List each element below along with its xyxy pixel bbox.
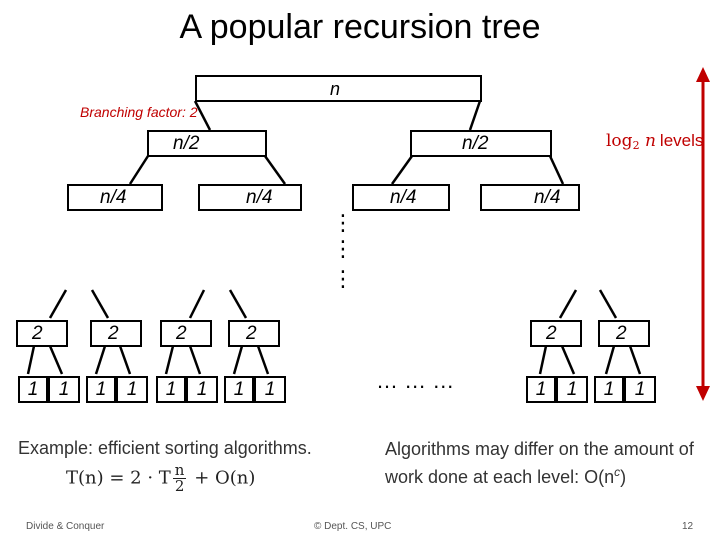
tree-node-two-3-label: 2 <box>176 323 187 344</box>
tree-leaf-1-label: 1 <box>27 379 39 400</box>
branching-factor-label: Branching factor: 2 <box>80 104 198 120</box>
tree-leaf-8 <box>254 376 286 403</box>
algorithms-exp: c <box>614 465 621 479</box>
tree-leaf-8-label: 1 <box>264 379 276 400</box>
tree-leaf-4-label: 1 <box>126 379 138 400</box>
edge-l1b-l2c <box>390 155 414 185</box>
formula-den: 2 <box>174 477 185 495</box>
edge-l1a-l2b <box>263 155 287 185</box>
tree-node-two-4-label: 2 <box>246 323 257 344</box>
edge-root-left <box>193 100 212 131</box>
tree-node-two-3 <box>160 320 212 347</box>
tree-leaf-11-label: 1 <box>603 379 615 400</box>
edge-to-two-5 <box>558 289 578 319</box>
algorithms-main: Algorithms may differ on the amount of w… <box>385 439 694 487</box>
levels-arrow-head-up <box>696 67 710 82</box>
edge-l1b-l2d <box>548 155 565 185</box>
tree-node-two-6-label: 2 <box>616 323 627 344</box>
tree-node-l2-c <box>352 184 450 211</box>
tree-node-two-1-label: 2 <box>32 323 43 344</box>
tree-node-l2-b-label: n/4 <box>246 187 273 208</box>
edge-to-two-2 <box>90 289 110 319</box>
tree-node-two-2 <box>90 320 142 347</box>
tree-leaf-4 <box>116 376 148 403</box>
edge-to-two-1 <box>48 289 68 319</box>
tree-node-two-1 <box>16 320 68 347</box>
tree-node-two-6 <box>598 320 650 347</box>
edge-to-two-4 <box>228 289 248 319</box>
formula-rhs: + O(n) <box>194 467 256 489</box>
algorithms-close: ) <box>620 467 627 487</box>
tree-node-l2-d-label: n/4 <box>534 187 561 208</box>
tree-node-l2-d <box>480 184 580 211</box>
tree-leaf-6 <box>186 376 218 403</box>
tree-node-two-4 <box>228 320 280 347</box>
tree-leaf-7 <box>224 376 254 403</box>
tree-node-l2-a <box>67 184 163 211</box>
vertical-dots-1: ⋮ <box>332 210 354 235</box>
levels-var: n <box>644 131 656 151</box>
vertical-dots-2: ⋮ <box>332 236 354 261</box>
tree-leaf-3 <box>86 376 116 403</box>
vertical-dots-3: ⋮ <box>332 266 354 291</box>
edge-to-two-3 <box>188 289 206 319</box>
tree-leaf-2 <box>48 376 80 403</box>
tree-node-l1-left-label: n/2 <box>173 133 200 154</box>
tree-node-l2-a-label: n/4 <box>100 187 127 208</box>
tree-node-l2-c-label: n/4 <box>390 187 417 208</box>
tree-leaf-10-label: 1 <box>566 379 578 400</box>
edge-to-two-6 <box>598 289 618 319</box>
tree-leaf-7-label: 1 <box>233 379 245 400</box>
tree-node-root <box>195 75 482 102</box>
tree-node-two-5-label: 2 <box>546 323 557 344</box>
tree-leaf-12 <box>624 376 656 403</box>
tree-leaf-10 <box>556 376 588 403</box>
levels-log: log <box>606 131 633 151</box>
tree-node-l1-left <box>147 130 267 157</box>
tree-leaf-9 <box>526 376 556 403</box>
tree-leaf-12-label: 1 <box>634 379 646 400</box>
footer-left: Divide & Conquer <box>26 521 105 532</box>
tree-leaf-5-label: 1 <box>165 379 177 400</box>
tree-node-l1-right <box>410 130 552 157</box>
formula-num: n <box>172 461 187 479</box>
algorithms-text: Algorithms may differ on the amount of w… <box>385 438 715 489</box>
tree-node-l1-right-label: n/2 <box>462 133 489 154</box>
footer-page-number: 12 <box>682 521 694 532</box>
edge-root-right <box>468 100 482 131</box>
formula-lhs: T(n) = 2 · T <box>66 467 171 489</box>
tree-node-root-label: n <box>330 79 341 99</box>
tree-node-two-2-label: 2 <box>108 323 119 344</box>
tree-node-l2-b <box>198 184 302 211</box>
example-text: Example: efficient sorting algorithms. <box>18 438 312 458</box>
tree-leaf-11 <box>594 376 624 403</box>
tree-leaf-6-label: 1 <box>196 379 208 400</box>
tree-node-two-5 <box>530 320 582 347</box>
levels-arrow-head-down <box>696 386 710 401</box>
slide-title: A popular recursion tree <box>179 8 541 46</box>
tree-leaf-3-label: 1 <box>95 379 107 400</box>
edge-l1a-l2a <box>128 155 150 185</box>
footer-center: © Dept. CS, UPC <box>314 521 392 532</box>
tree-leaf-9-label: 1 <box>535 379 547 400</box>
levels-word: levels <box>659 131 704 150</box>
tree-leaf-1 <box>18 376 48 403</box>
tree-leaf-2-label: 1 <box>58 379 70 400</box>
levels-base: 2 <box>632 139 640 152</box>
tree-leaf-5 <box>156 376 186 403</box>
middle-ellipsis: … … … <box>376 368 455 393</box>
